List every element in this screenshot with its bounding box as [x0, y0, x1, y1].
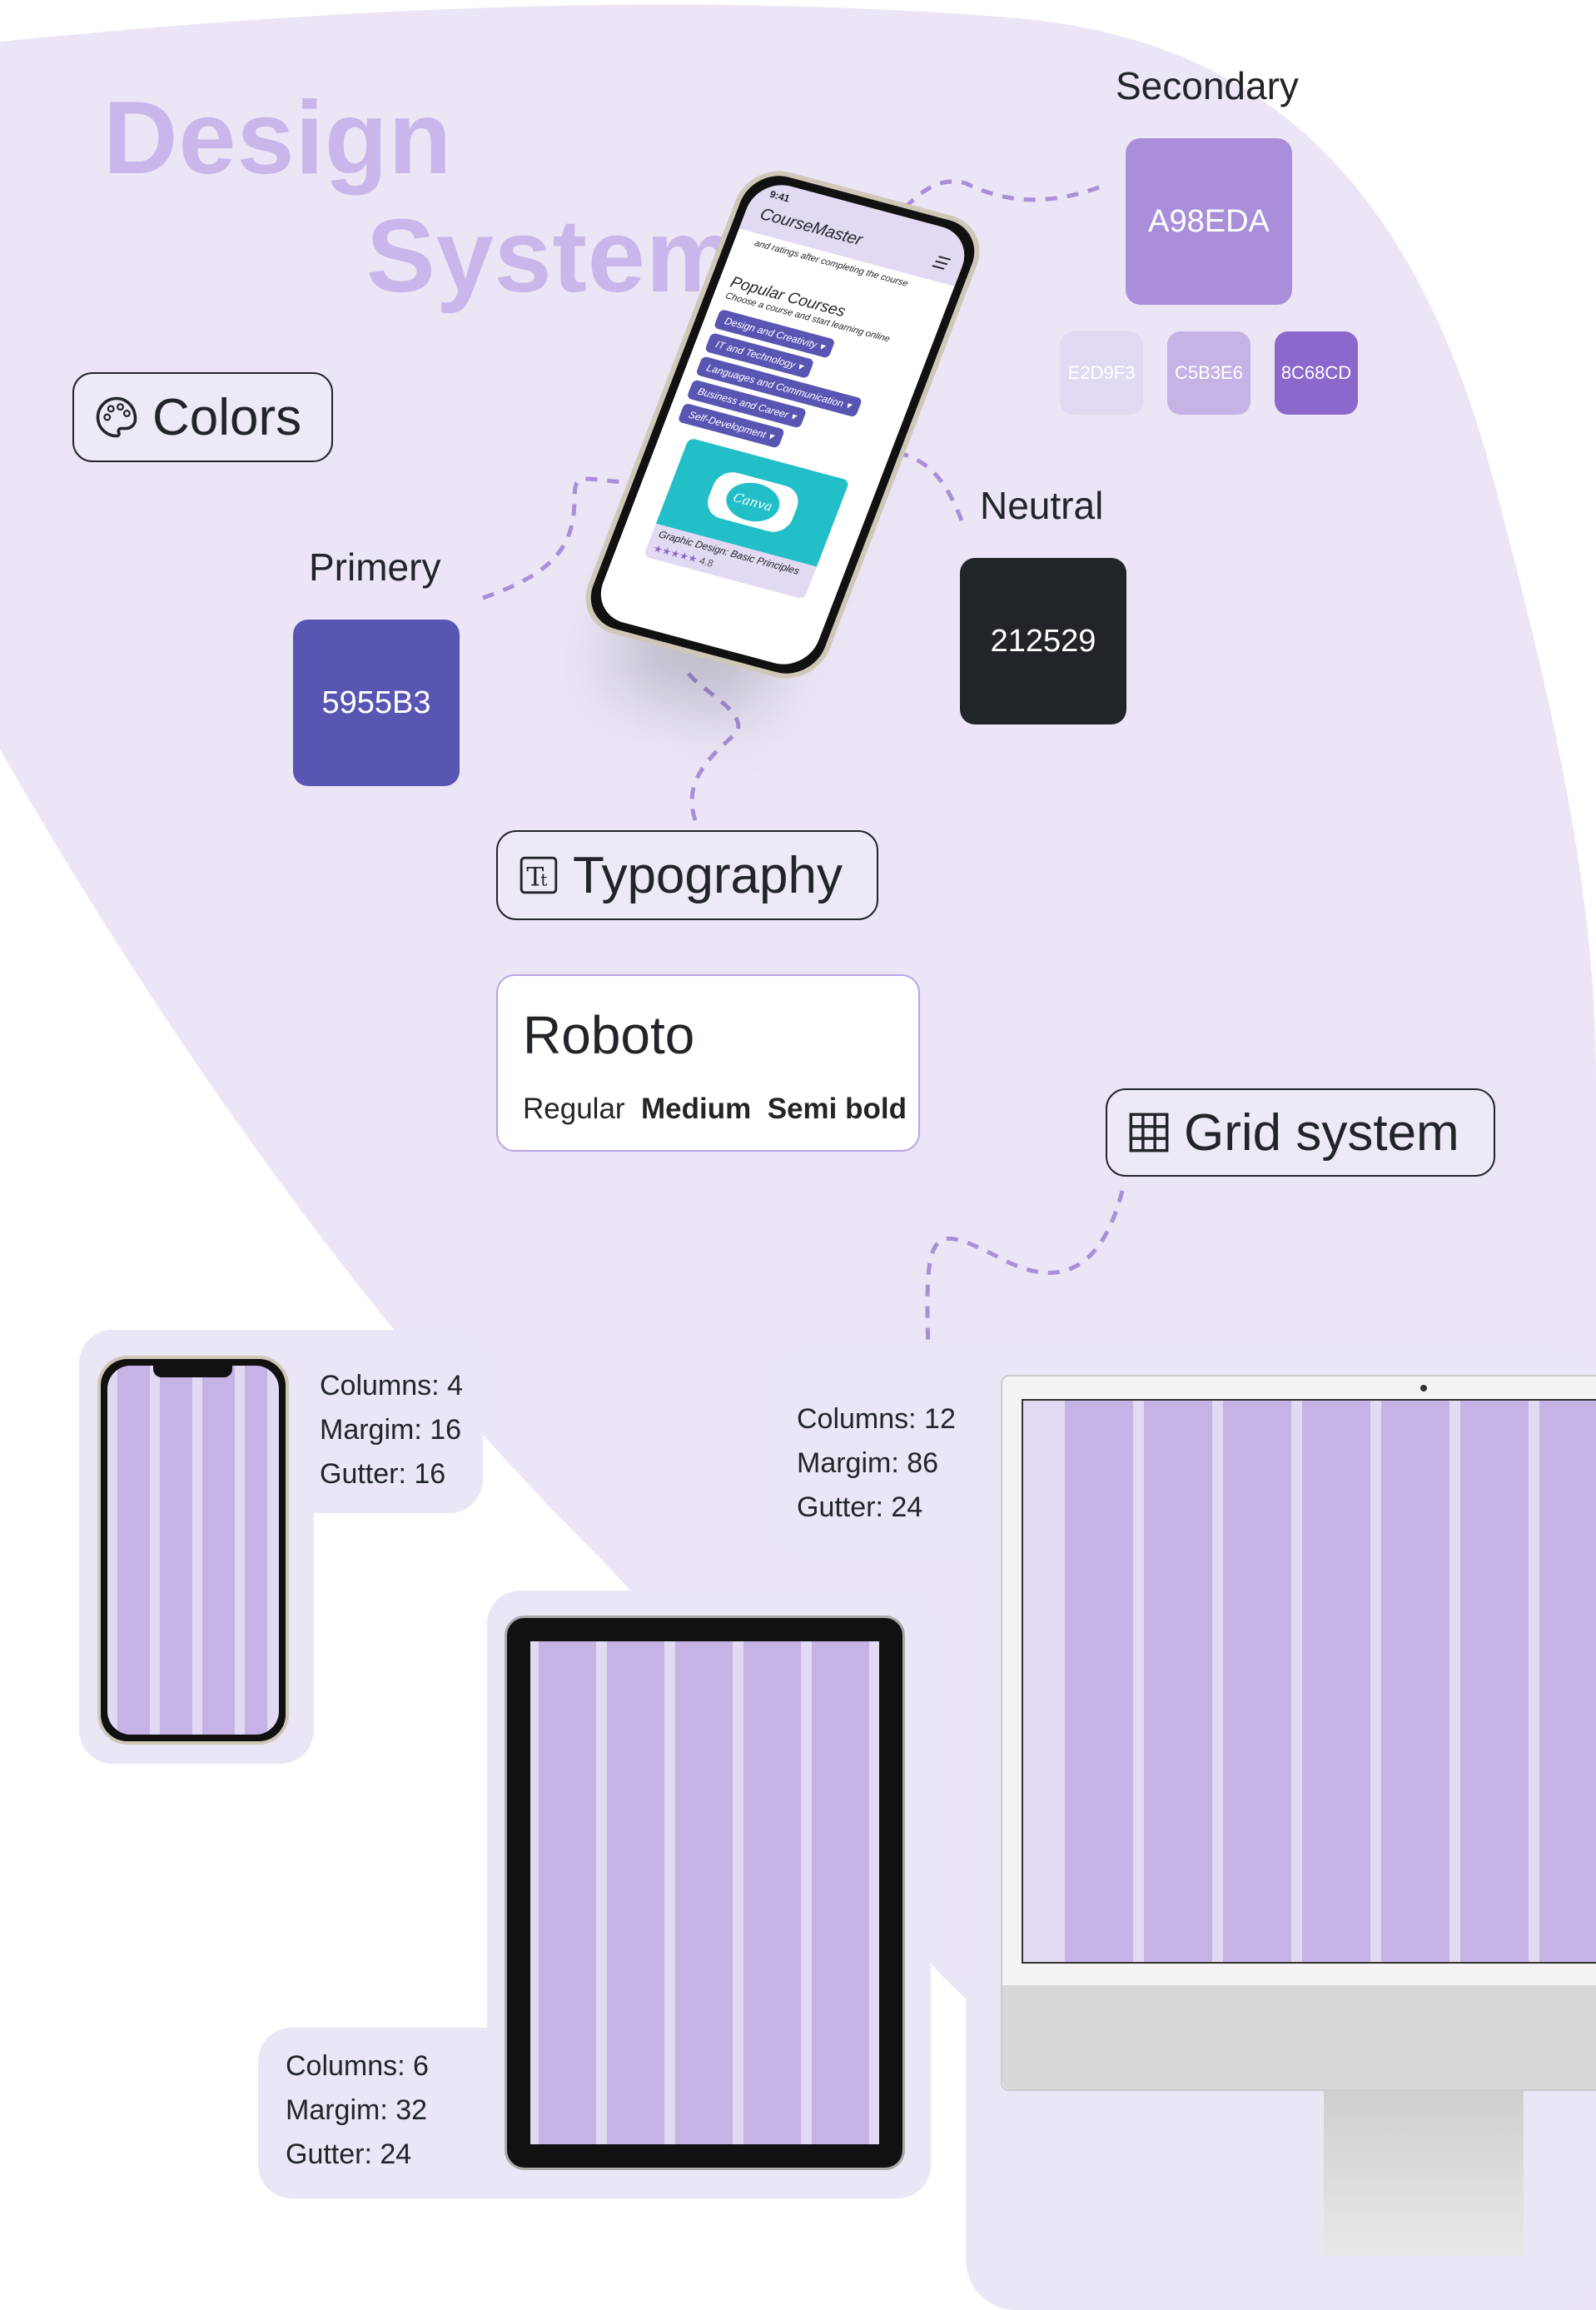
text-format-icon: Tt: [520, 856, 558, 894]
svg-text:t: t: [540, 870, 548, 890]
tablet-device: [505, 1616, 905, 2170]
spec-margin: Margim: 86: [797, 1447, 939, 1479]
neutral-label: Neutral: [980, 484, 1104, 527]
menu-icon[interactable]: ☰: [928, 252, 951, 274]
svg-text:T: T: [526, 863, 544, 893]
swatch-primary: 5955B3: [293, 620, 460, 786]
swatch-e2d9f3: E2D9F3: [1060, 331, 1143, 415]
typography-label: Typography: [573, 846, 843, 904]
mobile-grid-specs: Columns: 4 Margim: 16 Gutter: 16: [320, 1364, 463, 1496]
weight-medium: Medium: [641, 1093, 752, 1125]
spec-margin: Margim: 32: [286, 2094, 428, 2126]
weight-semibold: Semi bold: [767, 1093, 907, 1125]
title-system: System: [366, 199, 739, 314]
grid-section-button[interactable]: Grid system: [1106, 1088, 1495, 1177]
colors-section-button[interactable]: Colors: [72, 372, 333, 462]
font-name: Roboto: [523, 1005, 695, 1065]
font-card: Roboto Regular Medium Semi bold: [496, 974, 920, 1152]
title-design: Design: [103, 81, 453, 196]
monitor-stand: [1324, 2091, 1524, 2256]
grid-label: Grid system: [1184, 1103, 1459, 1162]
swatch-neutral: 212529: [960, 558, 1126, 724]
spec-gutter: Gutter: 24: [286, 2138, 412, 2170]
spec-gutter: Gutter: 16: [320, 1458, 446, 1490]
spec-columns: Columns: 6: [286, 2050, 429, 2082]
desktop-monitor: [1001, 1375, 1596, 2091]
primary-label: Primery: [309, 545, 441, 589]
weight-regular: Regular: [523, 1093, 625, 1125]
swatch-secondary: A98EDA: [1126, 138, 1292, 305]
colors-label: Colors: [152, 388, 302, 446]
palette-icon: [96, 396, 137, 438]
canva-logo: Canva: [720, 477, 786, 527]
desktop-grid-specs: Columns: 12 Margim: 86 Gutter: 24: [797, 1397, 956, 1530]
spec-margin: Margim: 16: [320, 1414, 462, 1446]
spec-columns: Columns: 12: [797, 1403, 956, 1435]
swatch-c5b3e6: C5B3E6: [1167, 331, 1250, 415]
rating-value: 4.8: [697, 555, 716, 570]
secondary-label: Secondary: [1116, 64, 1299, 107]
spec-gutter: Gutter: 24: [797, 1491, 923, 1523]
tablet-grid-specs: Columns: 6 Margim: 32 Gutter: 24: [286, 2044, 429, 2177]
spec-columns: Columns: 4: [320, 1370, 463, 1401]
mobile-device: [97, 1356, 289, 1745]
grid-icon: [1129, 1113, 1169, 1153]
swatch-8c68cd: 8C68CD: [1275, 331, 1358, 415]
